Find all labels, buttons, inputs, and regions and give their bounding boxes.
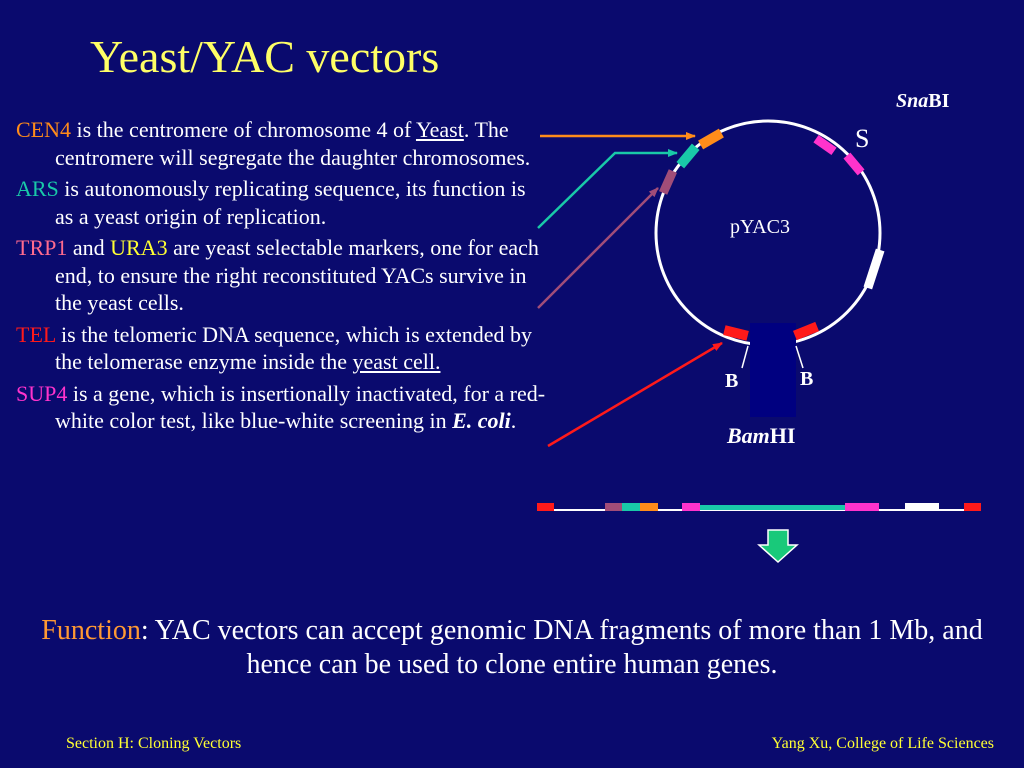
function-text: : YAC vectors can accept genomic DNA fra…	[140, 615, 983, 680]
bamhi-tick-right	[795, 345, 804, 369]
footer-author: Yang Xu, College of Life Sciences	[771, 735, 994, 752]
b-label-left: B	[725, 370, 739, 392]
arrow-trp1	[537, 187, 659, 309]
function-statement: Function: YAC vectors can accept genomic…	[20, 614, 1004, 682]
arrow-tel	[547, 341, 723, 448]
underlined-yeast-cell: yeast cell.	[352, 349, 441, 374]
segment-sup4-right	[843, 152, 865, 176]
bamhi-label: BamHI	[727, 423, 795, 449]
note-text: .	[510, 408, 517, 433]
note-text: . The centromere will segregate the daug…	[55, 117, 531, 170]
keyword-trp1: TRP1	[16, 235, 68, 260]
underlined-yeast: Yeast	[415, 117, 464, 142]
note-text: and	[67, 235, 111, 260]
linear-ura3	[905, 503, 939, 511]
note-text: are yeast selectable markers, one for ea…	[55, 235, 539, 315]
note-text: is autonomously replicating sequence, it…	[55, 176, 526, 229]
linear-tel-left	[537, 503, 554, 511]
notes-list: CEN4 is the centromere of chromosome 4 o…	[16, 116, 548, 439]
bamhi-rest: HI	[769, 423, 796, 448]
note-tel: TEL is the telomeric DNA sequence, which…	[16, 321, 548, 376]
segment-cen4	[698, 128, 724, 150]
linear-insert	[700, 505, 845, 510]
bamhi-insert-fragment	[750, 323, 796, 417]
linear-sup4-left	[682, 503, 700, 511]
segment-tel-left	[723, 325, 749, 341]
linear-trp1	[605, 503, 622, 511]
slide-title: Yeast/YAC vectors	[90, 31, 440, 82]
note-cen4: CEN4 is the centromere of chromosome 4 o…	[16, 116, 548, 171]
segment-trp1	[659, 169, 677, 195]
linear-cen4	[640, 503, 658, 511]
note-sup4: SUP4 is a gene, which is insertionally i…	[16, 380, 548, 435]
snabi-italic: Sna	[896, 90, 929, 112]
plasmid-name-label: pYAC3	[730, 216, 791, 238]
keyword-cen4: CEN4	[16, 117, 71, 142]
keyword-ura3: URA3	[110, 235, 168, 260]
footer-section: Section H: Cloning Vectors	[66, 735, 242, 752]
keyword-ars: ARS	[16, 176, 59, 201]
bamhi-italic: Bam	[727, 423, 770, 448]
ecoli-label: E. coli	[452, 408, 511, 433]
snabi-label: SnaBI	[896, 90, 949, 113]
keyword-sup4: SUP4	[16, 380, 68, 406]
snabi-rest: BI	[928, 90, 950, 112]
function-label: Function	[41, 615, 141, 646]
b-label-right: B	[800, 368, 814, 390]
note-text: is the centromere of chromosome 4 of	[71, 117, 416, 142]
bamhi-tick-left	[741, 345, 749, 369]
note-text: is a gene, which is insertionally inacti…	[55, 380, 546, 434]
segment-ura3	[863, 248, 885, 290]
arrow-ars	[537, 149, 678, 229]
note-text: is the telomeric DNA sequence, which is …	[55, 321, 533, 375]
down-arrow-icon	[757, 529, 799, 564]
segment-tel-right	[793, 321, 819, 341]
note-ars: ARS is autonomously replicating sequence…	[16, 175, 548, 230]
s-label: S	[855, 124, 870, 153]
linear-ars	[622, 503, 640, 511]
keyword-tel: TEL	[16, 321, 56, 347]
linear-tel-right	[964, 503, 981, 511]
note-trp1-ura3: TRP1 and URA3 are yeast selectable marke…	[16, 234, 548, 317]
segment-ars	[676, 143, 700, 169]
linear-sup4-right	[845, 503, 879, 511]
segment-sup4-left	[813, 135, 837, 155]
